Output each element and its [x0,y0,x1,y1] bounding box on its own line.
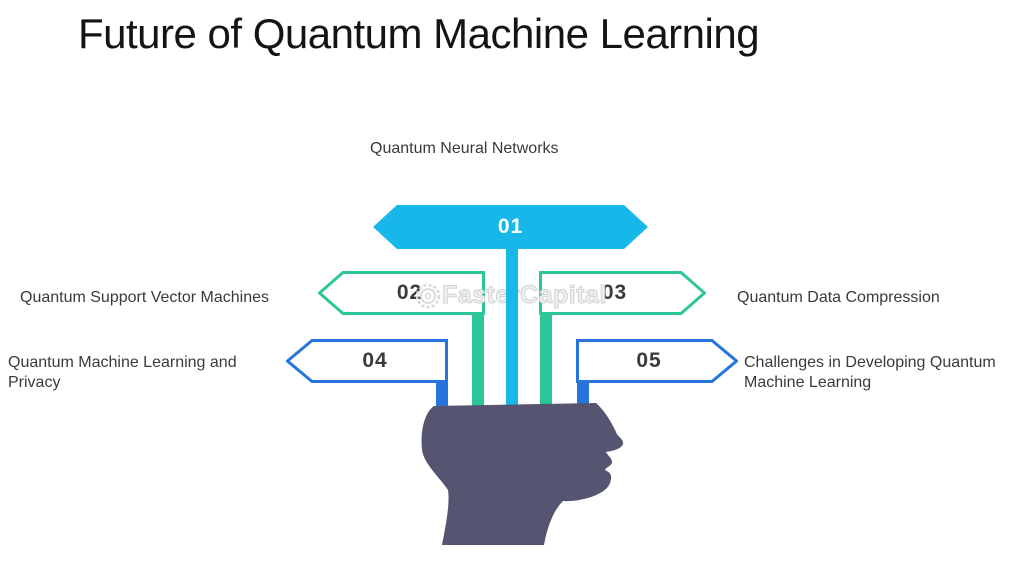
banner-02-number: 02 [396,281,423,304]
connector-line-04 [436,380,448,409]
banner-step-01: 01 [373,205,648,249]
banner-05-number: 05 [636,349,662,372]
page-title: Future of Quantum Machine Learning [78,10,760,57]
banner-step-02: 02 [318,271,485,315]
label-quantum-neural-networks: Quantum Neural Networks [370,140,559,157]
connector-line-03 [540,312,552,409]
head-silhouette-shape [421,403,624,545]
watermark: FasterCapital [414,281,607,310]
banner-04-shape [286,339,448,383]
banner-step-03: 03 [539,271,706,315]
banner-01-number: 01 [497,215,524,238]
watermark-text: FasterCapital [442,281,607,310]
gear-icon [415,283,441,308]
label-quantum-ml-privacy: Quantum Machine Learning and Privacy [8,354,237,391]
banner-03-number: 03 [601,281,628,304]
connector-line-02 [472,312,484,409]
banner-step-04: 04 [286,339,448,383]
banner-03-shape [539,271,706,315]
banner-04-number: 04 [362,349,388,372]
head-silhouette [420,402,630,547]
connector-line-01 [506,247,518,409]
banner-05-shape [576,339,738,383]
label-quantum-support-vector-machines: Quantum Support Vector Machines [20,289,270,306]
connector-line-05 [577,380,589,409]
banner-02-shape [318,271,485,315]
label-quantum-data-compression: Quantum Data Compression [737,289,940,306]
label-challenges-quantum-ml: Challenges in Developing Quantum Machine… [744,354,996,391]
banner-step-05: 05 [576,339,738,383]
banner-01-shape [373,205,648,249]
